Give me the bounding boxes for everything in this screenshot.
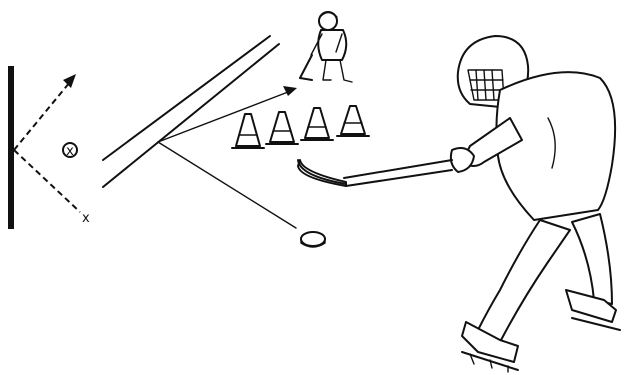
dashed-route-down bbox=[14, 150, 80, 212]
cone bbox=[266, 112, 298, 144]
dashed-route-up bbox=[14, 82, 70, 150]
cone bbox=[232, 114, 264, 148]
pass-line-to-puck bbox=[158, 142, 296, 228]
target-x-marker: x bbox=[82, 211, 90, 226]
board-wall bbox=[8, 66, 14, 229]
pass-arrowhead bbox=[283, 86, 297, 96]
puck bbox=[301, 232, 325, 246]
cone bbox=[337, 106, 369, 136]
dashed-route-arrowhead bbox=[63, 74, 76, 88]
circled-player-marker: x bbox=[63, 143, 77, 159]
pass-line-to-player bbox=[158, 92, 288, 142]
passing-player bbox=[298, 36, 620, 372]
cone bbox=[301, 108, 333, 140]
svg-text:x: x bbox=[66, 144, 74, 159]
receiving-player bbox=[300, 12, 352, 82]
boundary-line-inner bbox=[103, 44, 279, 187]
